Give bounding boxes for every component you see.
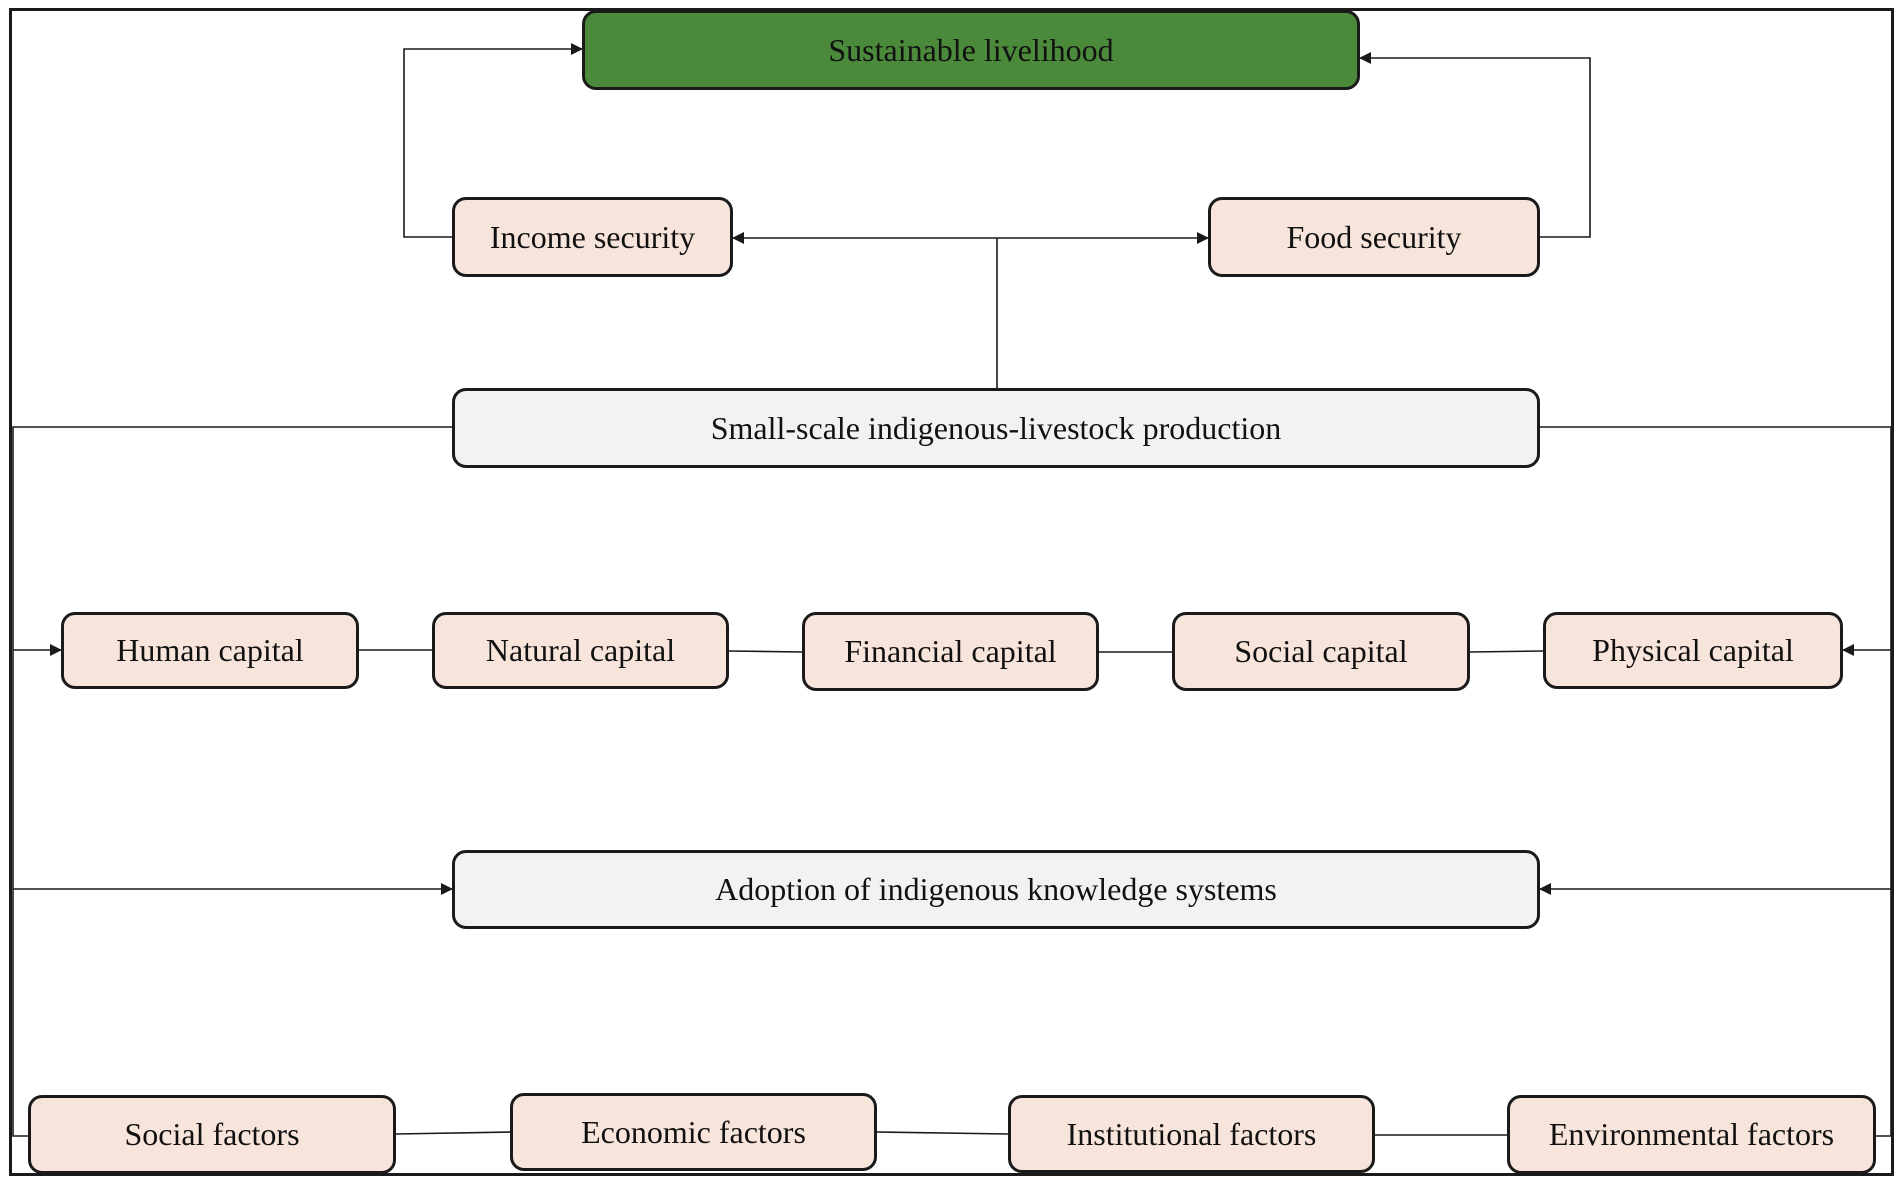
right-bus-line (1540, 426, 1892, 1137)
arrow-income-to-goal (403, 43, 583, 238)
outcome-food-security: Food security (1208, 197, 1540, 277)
capital-natural: Natural capital (432, 612, 729, 689)
link-natural-financial (728, 650, 803, 653)
capital-human: Human capital (61, 612, 359, 689)
capital-label: Financial capital (844, 633, 1057, 669)
factor-label: Economic factors (581, 1113, 806, 1150)
capital-social: Social capital (1172, 612, 1470, 691)
link-social-physical (1469, 650, 1544, 653)
production-label: Small-scale indigenous-livestock product… (710, 409, 1282, 446)
goal-sustainable-livelihood: Sustainable livelihood (582, 10, 1360, 90)
capital-financial: Financial capital (802, 612, 1099, 691)
capital-label: Social capital (1234, 633, 1408, 669)
capital-label: Natural capital (485, 632, 676, 668)
outcome-label: Food security (1286, 218, 1462, 255)
capital-label: Physical capital (1592, 632, 1794, 668)
arrow-food-to-goal (1359, 52, 1591, 238)
factor-label: Institutional factors (1066, 1115, 1317, 1152)
outcome-label: Income security (489, 218, 696, 255)
capital-label: Human capital (116, 632, 304, 668)
production-box: Small-scale indigenous-livestock product… (452, 388, 1540, 468)
factor-social: Social factors (28, 1095, 396, 1174)
left-bus-line (12, 426, 452, 1137)
adoption-box: Adoption of indigenous knowledge systems (452, 850, 1540, 929)
link-social-economic-factors (395, 1131, 511, 1135)
link-economic-institutional-factors (876, 1131, 1009, 1135)
diagram-frame (9, 8, 1894, 1176)
factor-institutional: Institutional factors (1008, 1095, 1375, 1173)
adoption-label: Adoption of indigenous knowledge systems (715, 871, 1277, 907)
factor-label: Environmental factors (1548, 1116, 1835, 1152)
goal-label: Sustainable livelihood (828, 31, 1114, 68)
factor-environmental: Environmental factors (1507, 1095, 1876, 1174)
factor-economic: Economic factors (510, 1093, 877, 1171)
capital-physical: Physical capital (1543, 612, 1843, 689)
factor-label: Social factors (124, 1116, 300, 1152)
outcome-income-security: Income security (452, 197, 733, 277)
